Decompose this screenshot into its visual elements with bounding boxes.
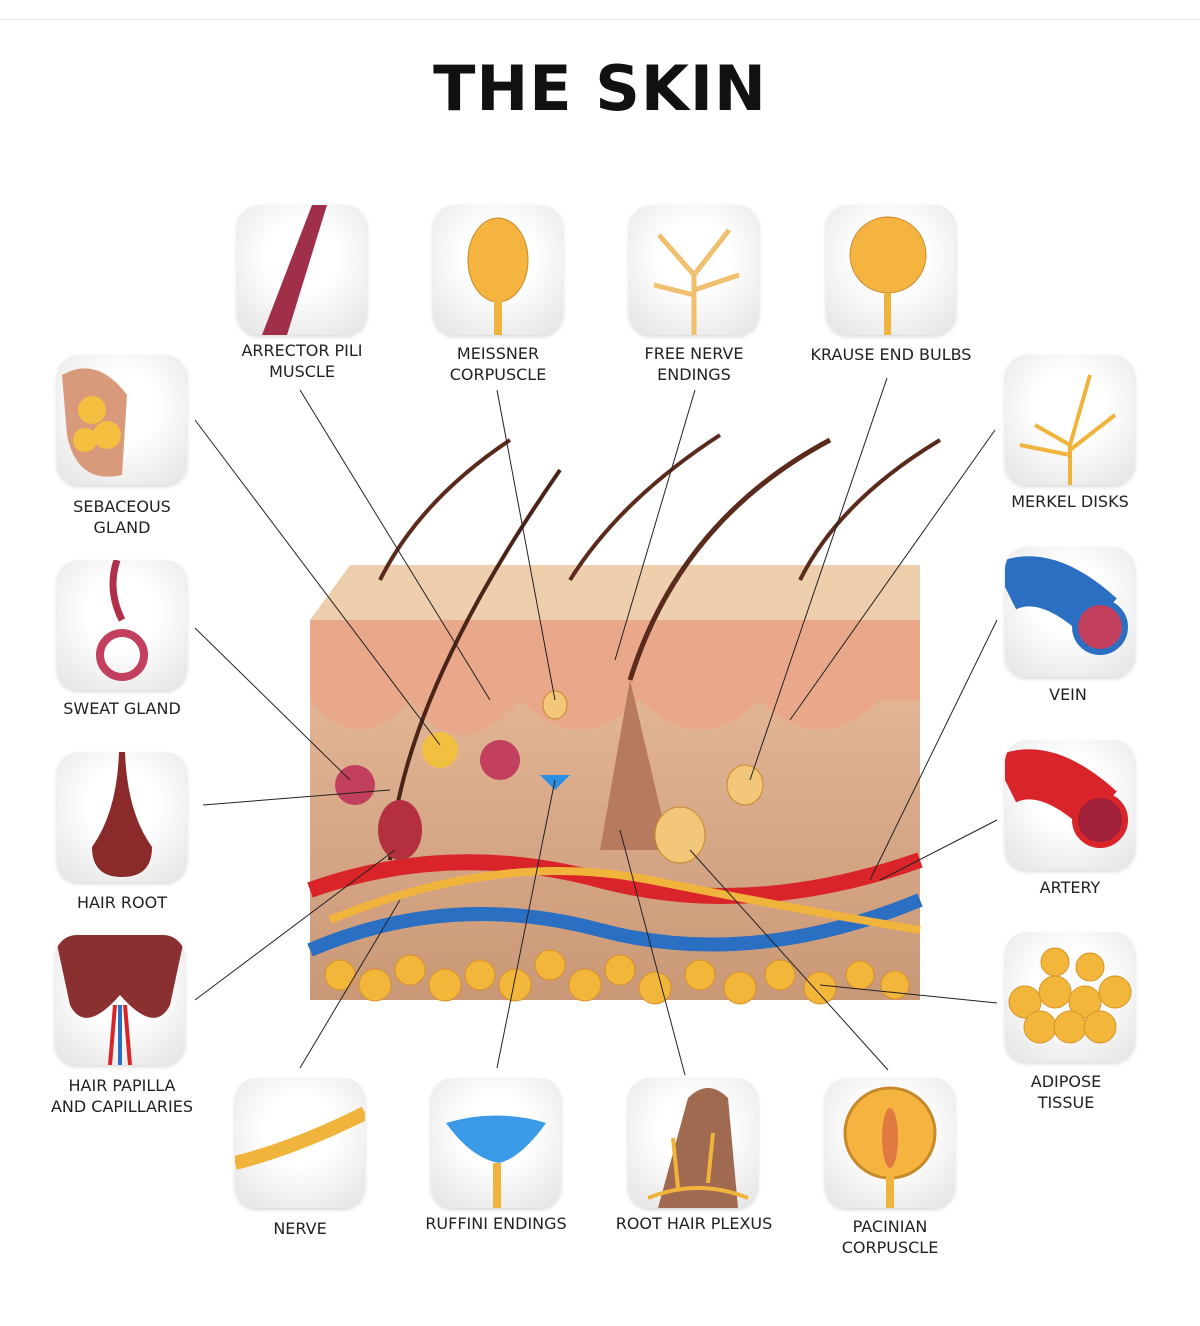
pacinian-corpuscle-icon [825, 1078, 955, 1208]
label-ruffini: RUFFINI ENDINGS [425, 1214, 567, 1233]
label-sweat-gland: SWEAT GLAND [63, 699, 181, 718]
sebaceous-cluster [422, 732, 458, 768]
meissner-corpuscle-icon [433, 205, 563, 335]
label-krause: KRAUSE END BULBS [810, 345, 972, 364]
artery-vessel [307, 852, 923, 904]
hair-root-icon [57, 752, 187, 882]
nerve-fiber [328, 867, 921, 934]
hair-bulb [378, 800, 422, 860]
label-merkel: MERKEL DISKS [1011, 492, 1129, 511]
sweat-gland-icon [57, 560, 187, 690]
epidermis-top [310, 565, 920, 620]
fat-layer [324, 949, 910, 1005]
label-hair-root: HAIR ROOT [77, 893, 167, 912]
ruffini-endings-icon [431, 1078, 561, 1208]
label-root-hair-plexus: ROOT HAIR PLEXUS [615, 1214, 773, 1233]
sebaceous-gland-icon [57, 355, 187, 485]
hair-follicle [600, 680, 670, 850]
hair-papilla-icon [55, 935, 185, 1065]
leader-lines [194, 377, 998, 1076]
artery-icon [1005, 740, 1135, 870]
adipose-tissue-icon [1005, 932, 1135, 1062]
label-nerve: NERVE [273, 1219, 327, 1238]
merkel-disks-icon [1005, 355, 1135, 485]
top-divider [0, 19, 1200, 20]
krause-end-bulbs-icon [826, 205, 956, 335]
vein-icon [1005, 547, 1135, 677]
arrector-pili-icon [237, 205, 367, 335]
label-artery: ARTERY [1039, 878, 1101, 897]
vein-vessel [307, 893, 923, 957]
root-hair-plexus-icon [628, 1078, 758, 1208]
free-nerve-endings-icon [629, 205, 759, 335]
nerve-icon [235, 1078, 365, 1208]
page-title: THE SKIN [433, 52, 767, 125]
label-vein: VEIN [1049, 685, 1087, 704]
papillary-ridges [310, 620, 920, 735]
